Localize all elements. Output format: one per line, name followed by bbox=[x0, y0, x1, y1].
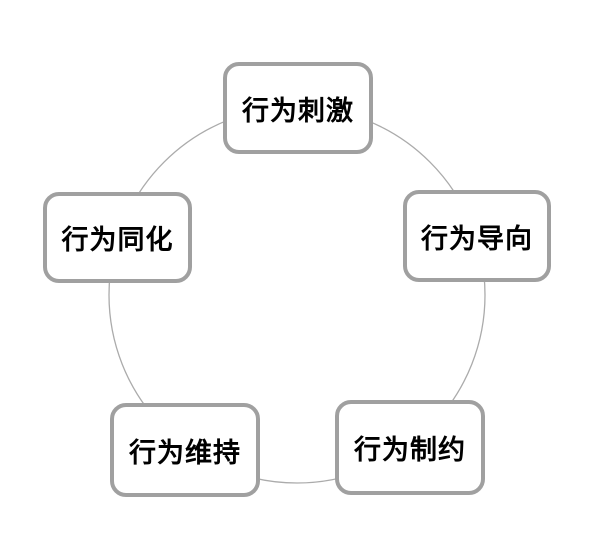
node-behavior-stimulus: 行为刺激 bbox=[223, 62, 373, 154]
node-label-behavior-stimulus: 行为刺激 bbox=[242, 95, 354, 126]
node-label-behavior-assimilation: 行为同化 bbox=[61, 225, 174, 255]
node-behavior-orientation: 行为导向 bbox=[403, 190, 551, 282]
node-label-behavior-maintenance: 行为维持 bbox=[129, 437, 241, 468]
node-label-behavior-orientation: 行为导向 bbox=[421, 223, 533, 254]
node-label-behavior-constraint: 行为制约 bbox=[354, 435, 466, 465]
node-behavior-assimilation: 行为同化 bbox=[43, 192, 192, 283]
node-behavior-maintenance: 行为维持 bbox=[110, 403, 260, 497]
node-behavior-constraint: 行为制约 bbox=[335, 400, 485, 495]
